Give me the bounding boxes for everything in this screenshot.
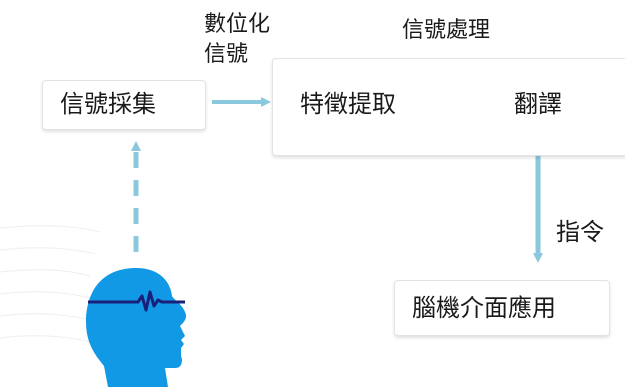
feature-extraction-label: 特徵提取 [300, 90, 396, 118]
digitize-label-line2: 信號 [204, 42, 249, 67]
signal-processing-box [272, 58, 625, 156]
digitize-label-line1: 數位化 [204, 12, 271, 37]
bci-application-label: 腦機介面應用 [412, 294, 556, 322]
signal-acquisition-box [42, 80, 206, 130]
translation-label: 翻譯 [514, 90, 562, 118]
command-label: 指令 [556, 218, 604, 246]
bci-application-box [394, 280, 610, 336]
signal-processing-title: 信號處理 [402, 18, 491, 43]
eeg-wave-icon [88, 290, 185, 312]
signal-acquisition-label: 信號採集 [60, 90, 156, 118]
